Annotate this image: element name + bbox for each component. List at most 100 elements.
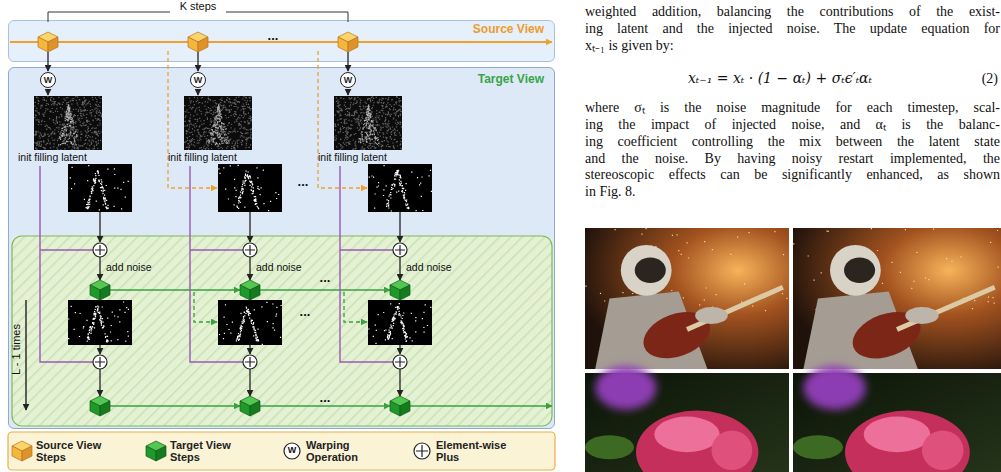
plus-symbol — [414, 443, 430, 459]
filled-latent-image — [68, 164, 132, 212]
noise-dots — [59, 104, 78, 145]
body-text: and the noise. By having noisy restart i… — [585, 150, 1000, 167]
ellipsis: ... — [258, 30, 288, 42]
step-label: init filling latent — [18, 151, 130, 163]
latent-feed-line — [340, 249, 393, 250]
plus-symbol — [93, 243, 107, 257]
legend-text: Warping Operation — [306, 439, 382, 463]
legend-text: Element-wise Plus — [436, 439, 512, 463]
symbol-letter: W — [194, 76, 203, 85]
target-flow-arrow — [260, 405, 390, 407]
noisy-latent-image — [334, 96, 402, 150]
step-count: K steps — [148, 0, 248, 12]
rose-petal — [711, 430, 752, 470]
step-to-warp-arrow — [47, 52, 48, 71]
target-flow-arrow — [410, 405, 552, 407]
astronaut-visor — [844, 258, 875, 283]
ellipsis: ... — [310, 272, 340, 284]
filled-latent-image — [218, 164, 282, 212]
cube-face — [400, 285, 410, 300]
equation-number: (2) — [950, 70, 998, 87]
add-noise-arrow — [99, 257, 100, 280]
rose-petal — [922, 430, 964, 470]
cube-face — [250, 401, 260, 416]
image-to-plus-arrow — [99, 345, 100, 354]
astronaut-visor — [635, 258, 666, 283]
plus-symbol — [243, 243, 257, 257]
add-noise-arrow — [249, 369, 250, 396]
astronaut-helmet — [621, 245, 672, 296]
cube-face — [198, 37, 208, 52]
rose-bloom — [636, 411, 758, 472]
astronaut-helmet — [830, 245, 881, 296]
cube-face — [240, 285, 250, 300]
cube-face — [38, 37, 48, 52]
equation: xₜ₋₁ = xₜ · (1 − αₜ) + σₜϵ′ₜαₜ — [630, 70, 930, 87]
noise-dots — [34, 96, 102, 150]
cube-face — [240, 401, 250, 416]
cube-face — [338, 37, 348, 52]
body-text: xₜ₋₁ is given by: — [585, 37, 1000, 54]
ellipsis: ... — [310, 392, 340, 404]
sparse-dots — [68, 301, 129, 342]
image-to-plus-arrow — [399, 212, 400, 242]
latent-images — [34, 96, 432, 345]
astronaut-arm — [695, 307, 728, 324]
band-title: Source View — [473, 22, 544, 36]
noisy-latent-image — [184, 96, 252, 150]
warp-to-image-arrow — [347, 89, 348, 95]
plus-cross — [245, 245, 255, 255]
cube-face — [250, 285, 260, 300]
body-text: weighted addition, balancing the contrib… — [585, 3, 1000, 20]
latent-feed-line — [190, 249, 243, 250]
image-to-plus-arrow — [249, 345, 250, 354]
warp-symbol — [284, 443, 300, 459]
target-dashed-arrow — [194, 292, 217, 322]
plus-symbol — [393, 355, 407, 369]
target-flow-arrow — [110, 289, 240, 291]
image-to-plus-arrow — [399, 345, 400, 354]
latent-feed-line — [190, 166, 243, 362]
flow-lines — [10, 12, 552, 410]
body-text: stereoscopic effects can be significantl… — [585, 166, 1000, 183]
loop-band-group — [8, 236, 555, 470]
guitar-neck — [687, 287, 783, 329]
filled-latent-image — [368, 300, 432, 345]
astronaut-photo — [585, 228, 789, 369]
cube-face — [390, 401, 400, 416]
noise-dots — [184, 96, 252, 150]
leaf — [585, 435, 634, 459]
cube-face — [90, 401, 100, 416]
cube-face — [90, 285, 100, 300]
step-label: add noise — [256, 261, 316, 273]
noise-dots — [208, 104, 229, 145]
cube-face — [146, 446, 156, 461]
sparse-dots — [368, 303, 431, 344]
step-to-warp-arrow — [197, 52, 198, 71]
cube-face — [400, 401, 410, 416]
filled-latent-image — [368, 164, 432, 212]
add-noise-arrow — [399, 369, 400, 396]
step-label: add noise — [106, 261, 166, 273]
filled-latent-image — [68, 300, 132, 345]
rose-bloom — [845, 411, 970, 472]
noise-dots — [334, 96, 402, 150]
noisy-latent-image — [34, 96, 102, 150]
step-label: add noise — [406, 261, 466, 273]
symbol-letter: W — [344, 76, 353, 85]
astronaut-photo — [793, 228, 1001, 369]
leaf — [793, 435, 843, 459]
rose-petal — [864, 417, 931, 453]
cube-face — [12, 446, 22, 461]
legend-swatch — [410, 439, 434, 463]
legend-swatch — [144, 439, 168, 463]
legend-box — [8, 432, 555, 470]
plus-symbol — [243, 355, 257, 369]
body-text: where σₜ is the noise magnitude for each… — [585, 99, 1000, 116]
k-steps-bracket — [48, 12, 170, 22]
sparse-dots — [70, 165, 129, 211]
repeat-count: L - 1 times — [10, 310, 23, 390]
source-dashed-arrow — [168, 51, 217, 188]
image-to-plus-arrow — [249, 212, 250, 242]
